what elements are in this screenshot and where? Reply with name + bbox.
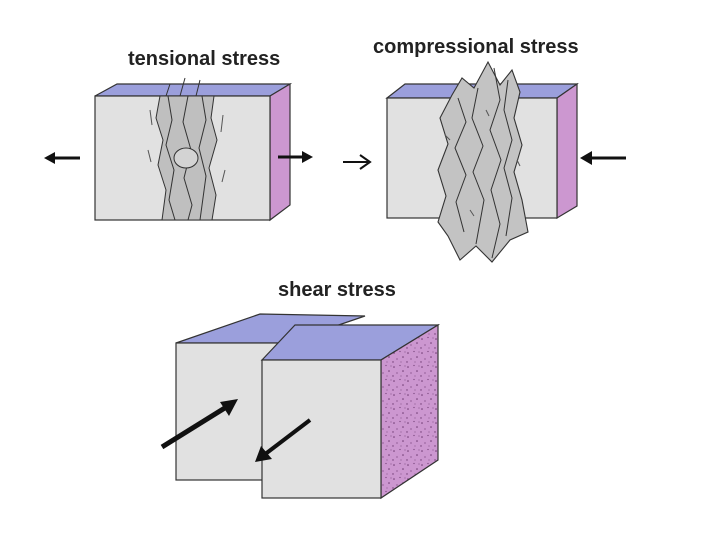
arrow-right-icon	[278, 151, 313, 163]
tensional-top-face	[94, 83, 293, 97]
shear-stress-label: shear stress	[278, 279, 396, 301]
arrow-right-icon	[160, 399, 238, 450]
tensional-stress-label: tensional stress	[128, 48, 281, 70]
compressional-block	[385, 60, 579, 263]
tensional-side-face	[269, 82, 291, 222]
arrow-right-icon	[343, 154, 372, 170]
arrow-left-icon	[255, 418, 312, 462]
compressional-side-face	[556, 82, 578, 220]
arrow-left-icon	[44, 152, 80, 164]
compressional-stress-label: compressional stress	[373, 36, 579, 58]
shear-front-face-front	[261, 359, 382, 499]
tensional-block	[94, 77, 293, 222]
arrow-left-icon	[580, 151, 626, 165]
shear-block	[175, 313, 441, 500]
